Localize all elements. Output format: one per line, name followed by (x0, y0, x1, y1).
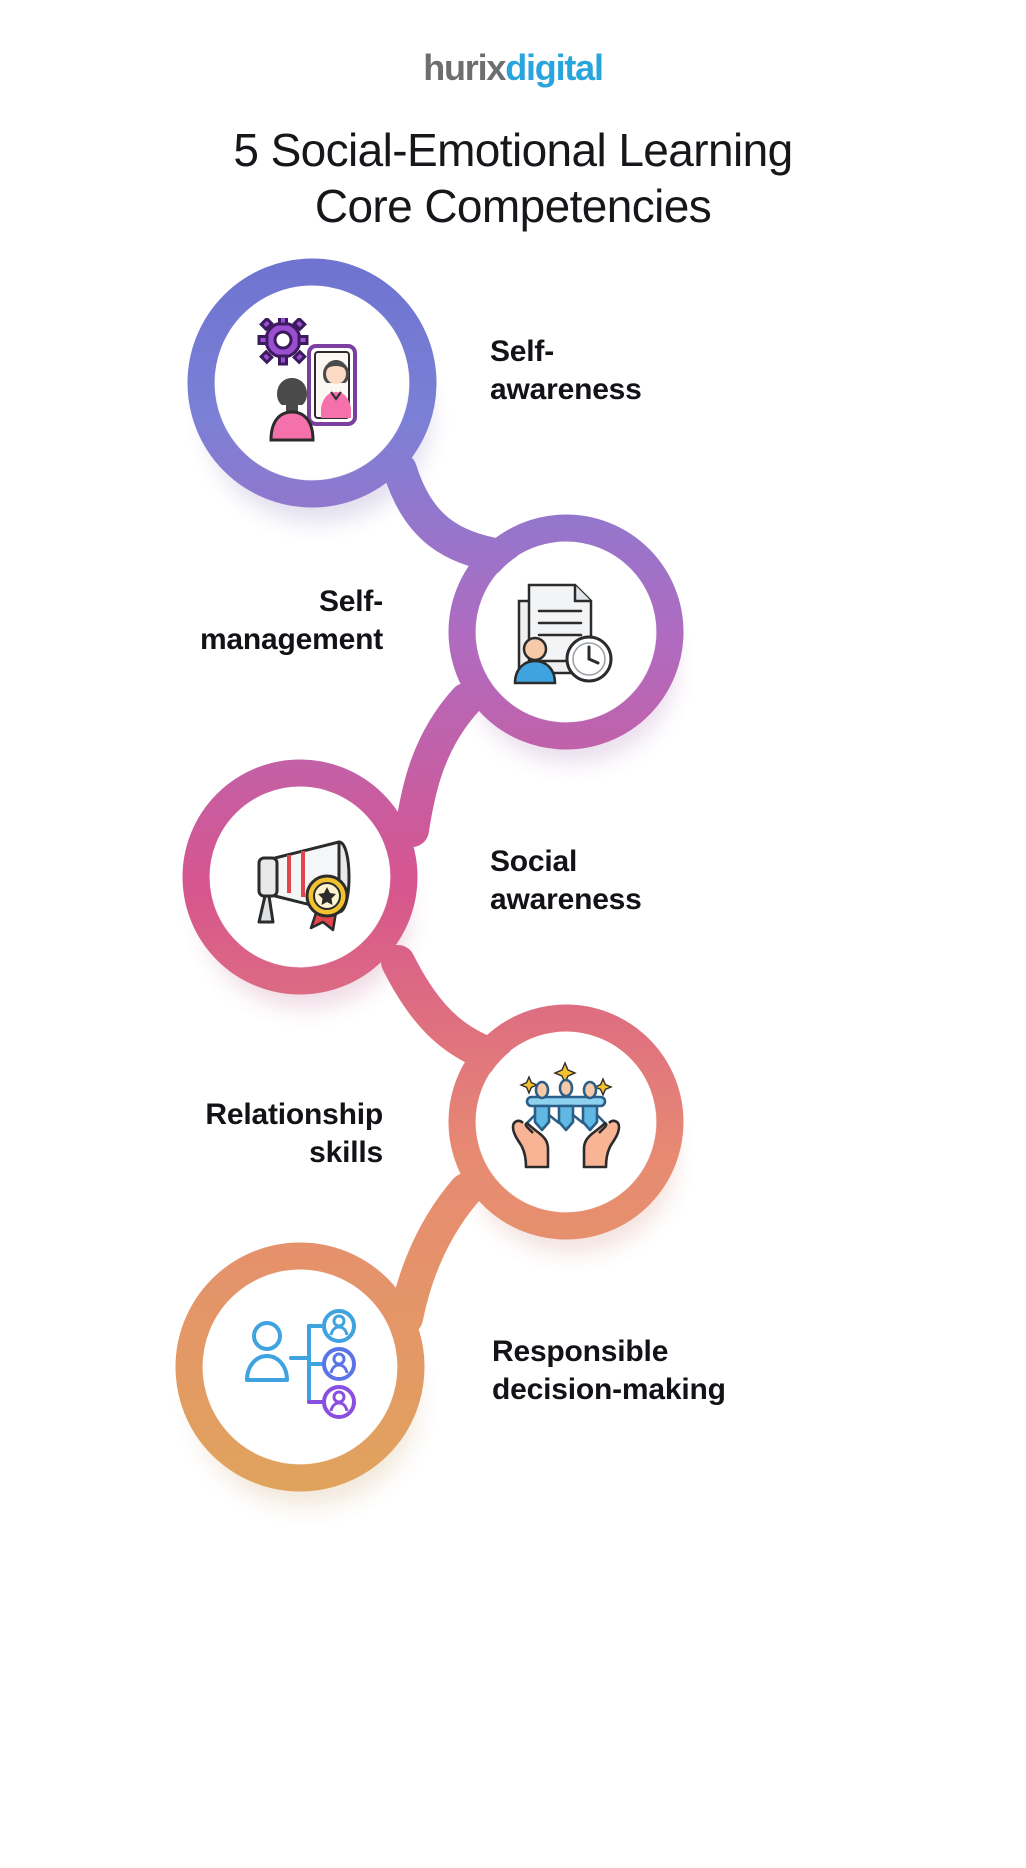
document-clock-person-icon (513, 583, 613, 685)
logo-text-digital: digital (505, 47, 604, 88)
ring-social-awareness (182, 759, 418, 995)
page-title-line-2: Core Competencies (314, 180, 712, 232)
brand-logo[interactable]: hurixdigital (0, 47, 1026, 89)
org-chart-people-icon (245, 1309, 356, 1419)
page-title: 5 Social-Emotional Learning Core Compete… (0, 122, 1026, 234)
page-title-line-1: 5 Social-Emotional Learning (233, 124, 793, 176)
ring-relationship-skills (448, 1004, 684, 1240)
label-responsible-decision-making: Responsible decision-making (492, 1335, 726, 1406)
hands-holding-people-icon (511, 1061, 621, 1169)
node-self-awareness[interactable] (247, 318, 377, 448)
ring-self-awareness (187, 258, 437, 508)
mirror-gear-icon (257, 318, 357, 442)
label-relationship-skills: Relationship skills (205, 1098, 383, 1169)
node-responsible-decision-making[interactable] (235, 1302, 365, 1432)
node-relationship-skills[interactable] (501, 1057, 631, 1187)
node-social-awareness[interactable] (235, 812, 365, 942)
label-self-management: Self- management (199, 585, 383, 656)
ring-responsible-decision-making (175, 1242, 425, 1492)
node-self-management[interactable] (501, 567, 631, 697)
label-social-awareness: Social awareness (490, 845, 642, 916)
megaphone-award-icon (257, 840, 351, 932)
label-self-awareness: Self- awareness (490, 335, 642, 406)
logo-text-hurix: hurix (423, 47, 506, 88)
ring-self-management (448, 514, 684, 750)
